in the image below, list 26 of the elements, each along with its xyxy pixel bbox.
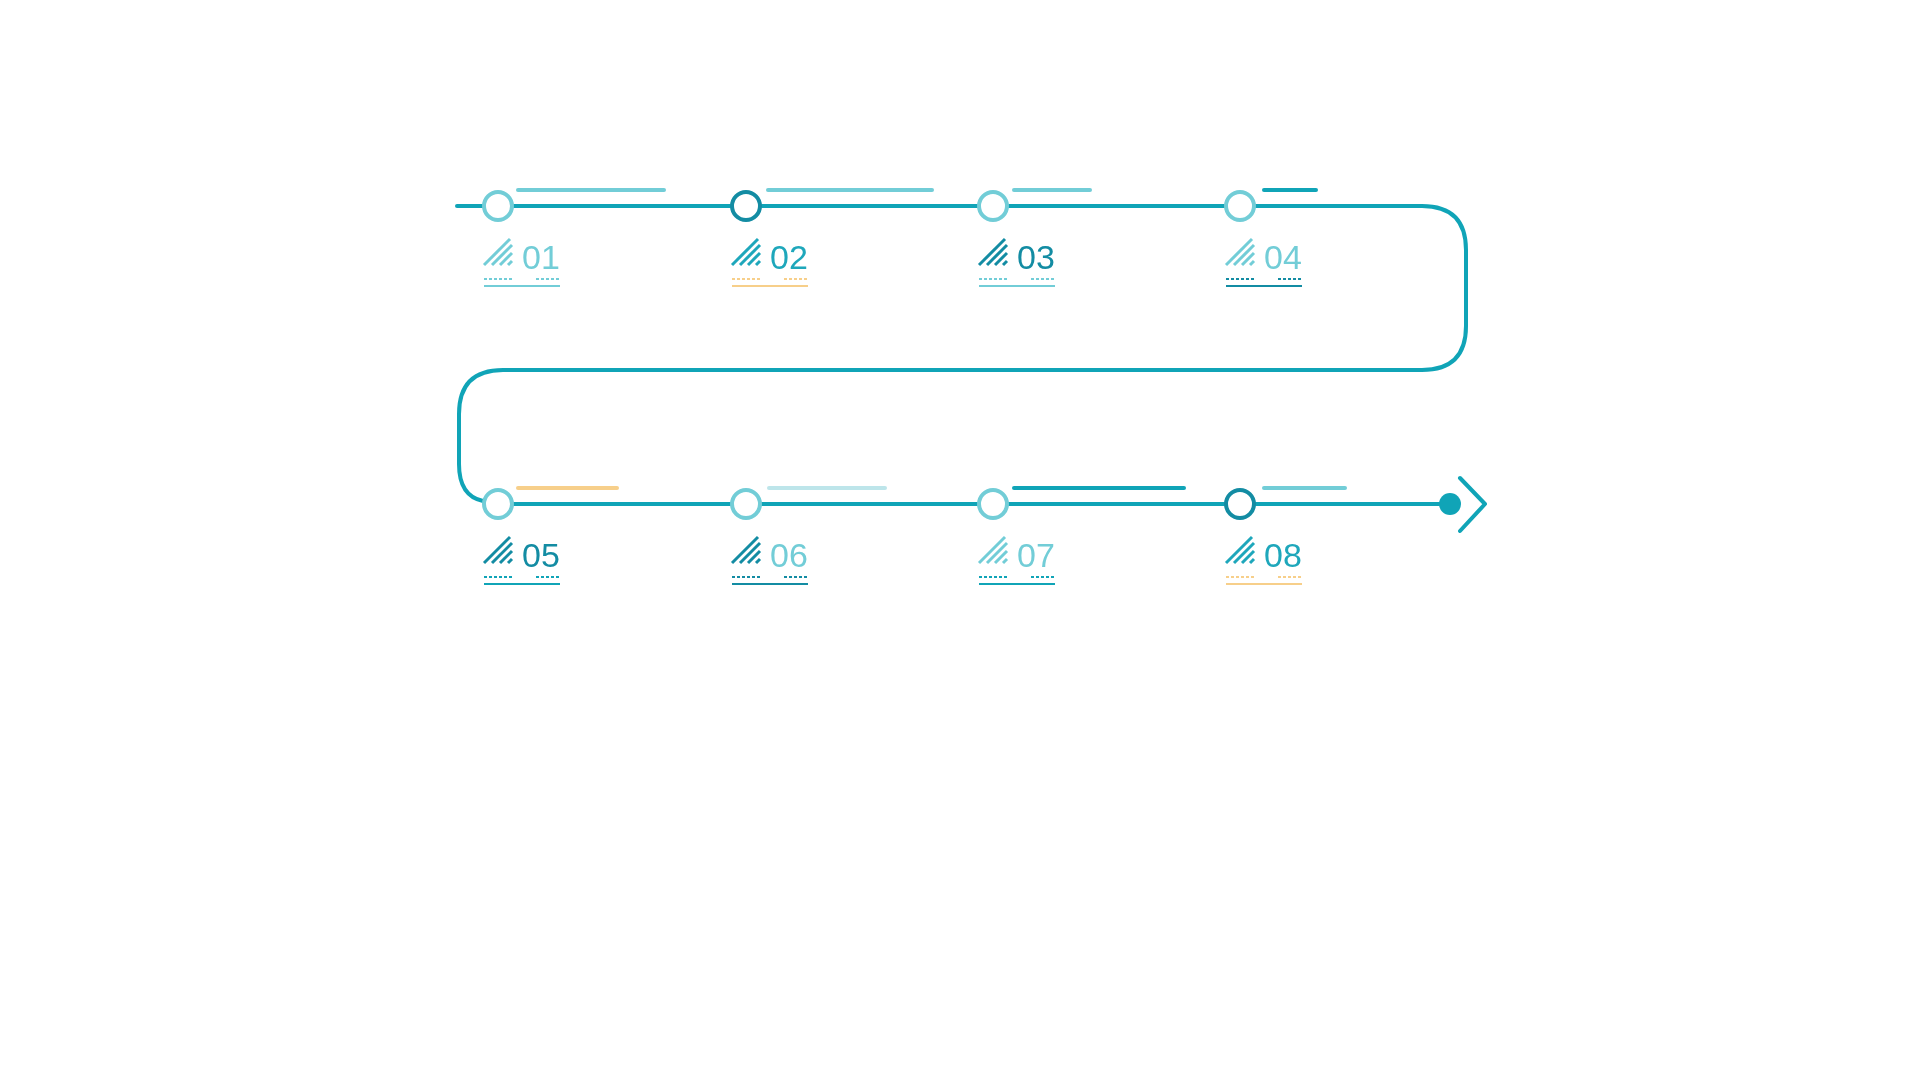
timeline-line bbox=[512, 204, 732, 208]
step-number: 04 bbox=[1264, 237, 1302, 277]
timeline-circle bbox=[977, 190, 1009, 222]
timeline-line bbox=[1007, 204, 1226, 208]
step-number: 05 bbox=[522, 535, 560, 575]
timeline-line bbox=[760, 204, 979, 208]
step-number: 06 bbox=[770, 535, 808, 575]
timeline-line bbox=[760, 502, 979, 506]
step-number: 01 bbox=[522, 237, 560, 277]
timeline-circle bbox=[482, 488, 514, 520]
step-number: 07 bbox=[1017, 535, 1055, 575]
timeline-circle bbox=[730, 190, 762, 222]
step-number: 02 bbox=[770, 237, 808, 277]
timeline-line bbox=[1007, 502, 1226, 506]
step-number: 08 bbox=[1264, 535, 1302, 575]
timeline-circle bbox=[482, 190, 514, 222]
timeline-line bbox=[1254, 502, 1441, 506]
step-number: 03 bbox=[1017, 237, 1055, 277]
timeline-line bbox=[512, 502, 732, 506]
timeline-circle bbox=[730, 488, 762, 520]
timeline-circle-end bbox=[1439, 493, 1461, 515]
timeline-line bbox=[457, 204, 1468, 503]
timeline-circle bbox=[1224, 488, 1256, 520]
timeline-line bbox=[455, 204, 484, 208]
timeline-circle bbox=[1224, 190, 1256, 222]
timeline-circle bbox=[977, 488, 1009, 520]
